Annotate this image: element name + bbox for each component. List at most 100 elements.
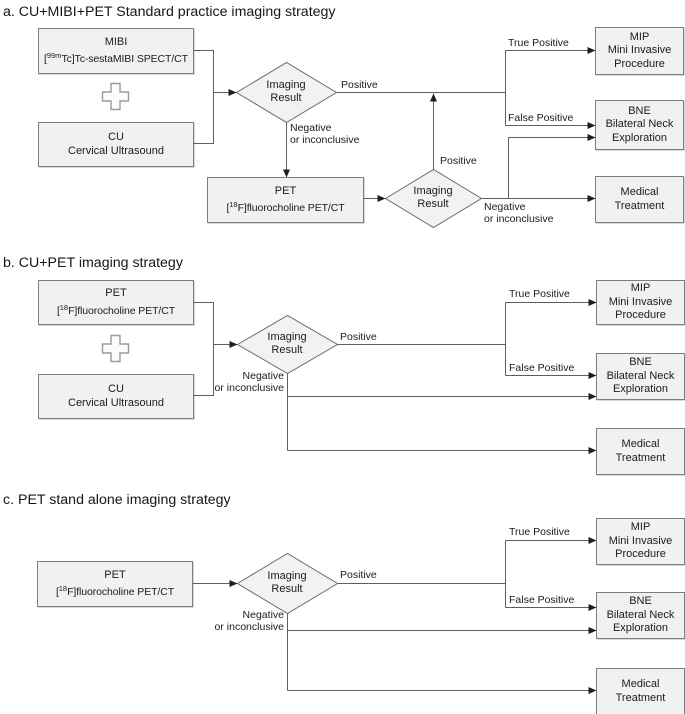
plus-icon [101, 82, 130, 111]
negative-line1: Negative [242, 609, 284, 621]
node-b-pet: PET [18F]fluorocholine PET/CT [38, 280, 194, 325]
node-a-pet-name: PET [274, 184, 297, 197]
node-b-bne: BNE Bilateral Neck Exploration [596, 353, 685, 400]
decision-line1: Imaging [267, 570, 307, 582]
node-a-mibi-name: MIBI [104, 35, 128, 48]
node-c-bne-line2: Bilateral Neck [606, 608, 675, 621]
node-c-mip-line2: Mini Invasive [608, 534, 673, 547]
node-c-pet: PET [18F]fluorocholine PET/CT [37, 561, 193, 607]
decision-a2-diamond [384, 168, 483, 229]
decision-c-label: Imaging Result [247, 570, 327, 596]
edge-label-b-negative: Negative or inconclusive [204, 370, 284, 394]
section-b-connectors [101, 299, 597, 454]
edge-label-c-positive: Positive [340, 569, 377, 581]
edge-label-b-false-positive: False Positive [509, 362, 575, 374]
edge-label-c-true-positive: True Positive [509, 526, 570, 538]
edge-a-inputs-merge [192, 50, 214, 144]
edge-label-a-positive1: Positive [341, 79, 378, 91]
node-a-medical-line1: Medical [620, 186, 659, 198]
node-a-bne-name: BNE [628, 104, 651, 117]
node-b-cu: CU Cervical Ultrasound [38, 374, 194, 419]
node-b-bne-name: BNE [629, 356, 652, 369]
node-a-mip-name: MIP [629, 30, 650, 43]
edge-b-inputs-merge [192, 302, 214, 396]
section-b-title: b. CU+PET imaging strategy [3, 255, 183, 271]
node-b-bne-line2: Bilateral Neck [606, 369, 675, 382]
node-a-mip-line2: Mini Invasive [607, 44, 672, 57]
plus-icon [101, 334, 130, 363]
node-b-cu-name: CU [108, 383, 124, 395]
node-c-mip-line3: Procedure [615, 548, 666, 561]
node-c-medical-line1: Medical [621, 678, 660, 690]
decision-line2: Result [270, 92, 302, 104]
node-b-medical: Medical Treatment [596, 428, 685, 475]
edge-label-a-positive2: Positive [440, 155, 477, 167]
decision-line1: Imaging [266, 79, 306, 91]
node-a-pet: PET [18F]fluorocholine PET/CT [207, 177, 364, 223]
node-b-mip-name: MIP [630, 282, 651, 295]
bracket: [ [55, 586, 59, 598]
node-a-cu-name: CU [108, 131, 124, 143]
node-b-medical-line2: Treatment [615, 451, 666, 464]
decision-b-label: Imaging Result [247, 331, 327, 357]
edge-label-a-true-positive: True Positive [508, 37, 569, 49]
section-c-connectors [191, 537, 597, 694]
bracket: [ [56, 304, 60, 317]
isotope-superscript: 18 [229, 200, 238, 209]
node-b-bne-line3: Exploration [612, 383, 669, 396]
decision-a1-label: Imaging Result [246, 79, 326, 105]
node-c-mip-name: MIP [630, 521, 651, 534]
node-c-medical-line2: Treatment [615, 691, 666, 704]
bracket: [ [44, 53, 47, 65]
node-a-cu: CU Cervical Ultrasound [38, 122, 194, 167]
node-a-bne: BNE Bilateral Neck Exploration [595, 100, 684, 150]
edge-label-b-true-positive: True Positive [509, 288, 570, 300]
node-b-mip: MIP Mini Invasive Procedure [596, 280, 685, 325]
decision-line2: Result [271, 583, 303, 595]
decision-a1-diamond [235, 61, 338, 124]
edge-a-negative2-to-bne [508, 134, 596, 199]
edge-label-a-false-positive: False Positive [508, 112, 574, 124]
edge-label-b-positive: Positive [340, 331, 377, 343]
decision-c-diamond [236, 552, 339, 615]
decision-b-diamond [236, 314, 339, 375]
node-a-bne-line2: Bilateral Neck [605, 118, 674, 131]
edge-label-c-negative: Negative or inconclusive [204, 609, 284, 633]
decision-line2: Result [271, 344, 303, 356]
node-a-medical-line2: Treatment [614, 199, 665, 212]
decision-line2: Result [417, 198, 449, 210]
section-a-connectors [101, 47, 596, 229]
negative-line2: or inconclusive [290, 133, 360, 146]
negative-line1: Negative [242, 370, 284, 382]
node-a-mip-line3: Procedure [614, 57, 665, 70]
node-a-cu-detail: Cervical Ultrasound [68, 144, 164, 157]
negative-line1: Negative [484, 201, 526, 213]
node-a-mibi-detail: [99mTc]Tc-sestaMIBI SPECT/CT [44, 49, 188, 67]
detail-text: Tc]Tc-sestaMIBI SPECT/CT [61, 53, 188, 65]
detail-text: F]fluorocholine PET/CT [68, 304, 176, 317]
negative-line2: or inconclusive [214, 620, 284, 633]
node-a-mibi: MIBI [99mTc]Tc-sestaMIBI SPECT/CT [38, 28, 194, 74]
node-b-cu-detail: Cervical Ultrasound [68, 396, 164, 409]
node-c-pet-name: PET [104, 568, 126, 581]
section-c-title: c. PET stand alone imaging strategy [3, 492, 231, 508]
decision-a2-label: Imaging Result [393, 185, 473, 211]
node-c-pet-detail: [18F]fluorocholine PET/CT [56, 582, 174, 600]
isotope-superscript: 18 [58, 584, 68, 593]
isotope-superscript: 18 [59, 302, 69, 312]
detail-text: F]fluorocholine PET/CT [67, 586, 175, 598]
node-a-medical: Medical Treatment [595, 176, 684, 223]
node-c-bne: BNE Bilateral Neck Exploration [596, 592, 685, 639]
negative-line1: Negative [290, 122, 332, 134]
edge-label-a-negative1: Negative or inconclusive [290, 122, 360, 146]
node-a-mip: MIP Mini Invasive Procedure [595, 27, 684, 75]
node-b-mip-line2: Mini Invasive [608, 295, 673, 308]
decision-line1: Imaging [413, 185, 453, 197]
edge-label-a-negative2: Negative or inconclusive [484, 201, 553, 225]
node-c-bne-name: BNE [629, 595, 652, 608]
node-c-medical: Medical Treatment [596, 668, 685, 714]
node-a-bne-line3: Exploration [611, 131, 668, 144]
node-b-mip-line3: Procedure [615, 309, 666, 322]
